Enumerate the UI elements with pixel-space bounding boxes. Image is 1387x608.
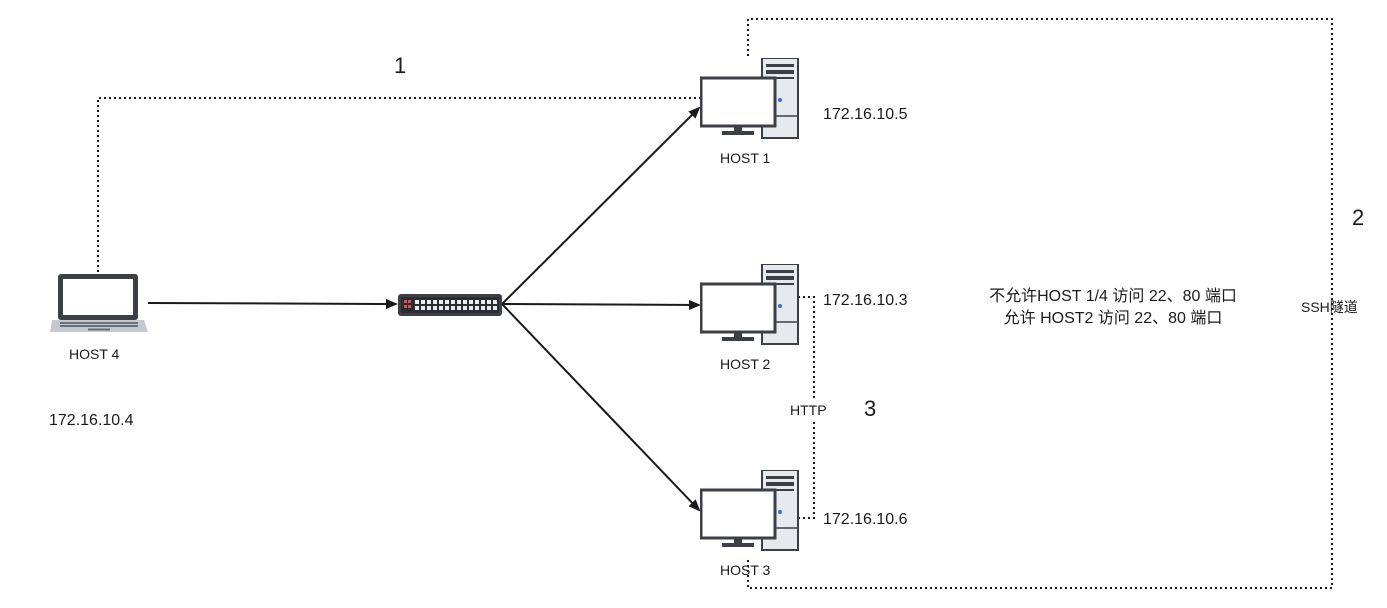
arrow-host4-to-switch xyxy=(147,298,398,309)
ssh-tunnel-label: SSH隧道 xyxy=(1301,299,1358,315)
host2-name: HOST 2 xyxy=(720,356,771,372)
network-switch-icon xyxy=(398,294,502,316)
server-icon xyxy=(700,264,799,345)
laptop-icon xyxy=(50,274,148,332)
host3-ip: 172.16.10.6 xyxy=(823,511,908,528)
http-dotted-line xyxy=(798,296,815,399)
path1-label: 1 xyxy=(394,53,407,78)
host1-name: HOST 1 xyxy=(720,150,771,166)
rule-allow: 允许 HOST2 访问 22、80 端口 xyxy=(1003,310,1223,327)
rule-deny: 不允许HOST 1/4 访问 22、80 端口 xyxy=(989,288,1237,305)
server-icon xyxy=(700,58,799,139)
host2-ip: 172.16.10.3 xyxy=(823,292,908,309)
arrow-switch-to-host1 xyxy=(501,106,701,305)
arrow-switch-to-host2 xyxy=(501,299,701,310)
http-dotted-line-lower xyxy=(798,422,815,519)
host3-name: HOST 3 xyxy=(720,562,771,578)
http-label: HTTP xyxy=(790,402,827,418)
server-icon xyxy=(700,470,799,551)
ssh-tunnel-dotted-line xyxy=(747,18,1333,589)
host4-ip: 172.16.10.4 xyxy=(49,412,134,429)
path2-label: 2 xyxy=(1352,205,1365,230)
host1-ip: 172.16.10.5 xyxy=(823,106,908,123)
firewall-rules: 不允许HOST 1/4 访问 22、80 端口 允许 HOST2 访问 22、8… xyxy=(950,286,1276,330)
arrow-switch-to-host3 xyxy=(501,303,701,512)
path1-dotted-line xyxy=(97,97,700,272)
host4-name: HOST 4 xyxy=(69,346,120,362)
path3-label: 3 xyxy=(864,396,877,421)
